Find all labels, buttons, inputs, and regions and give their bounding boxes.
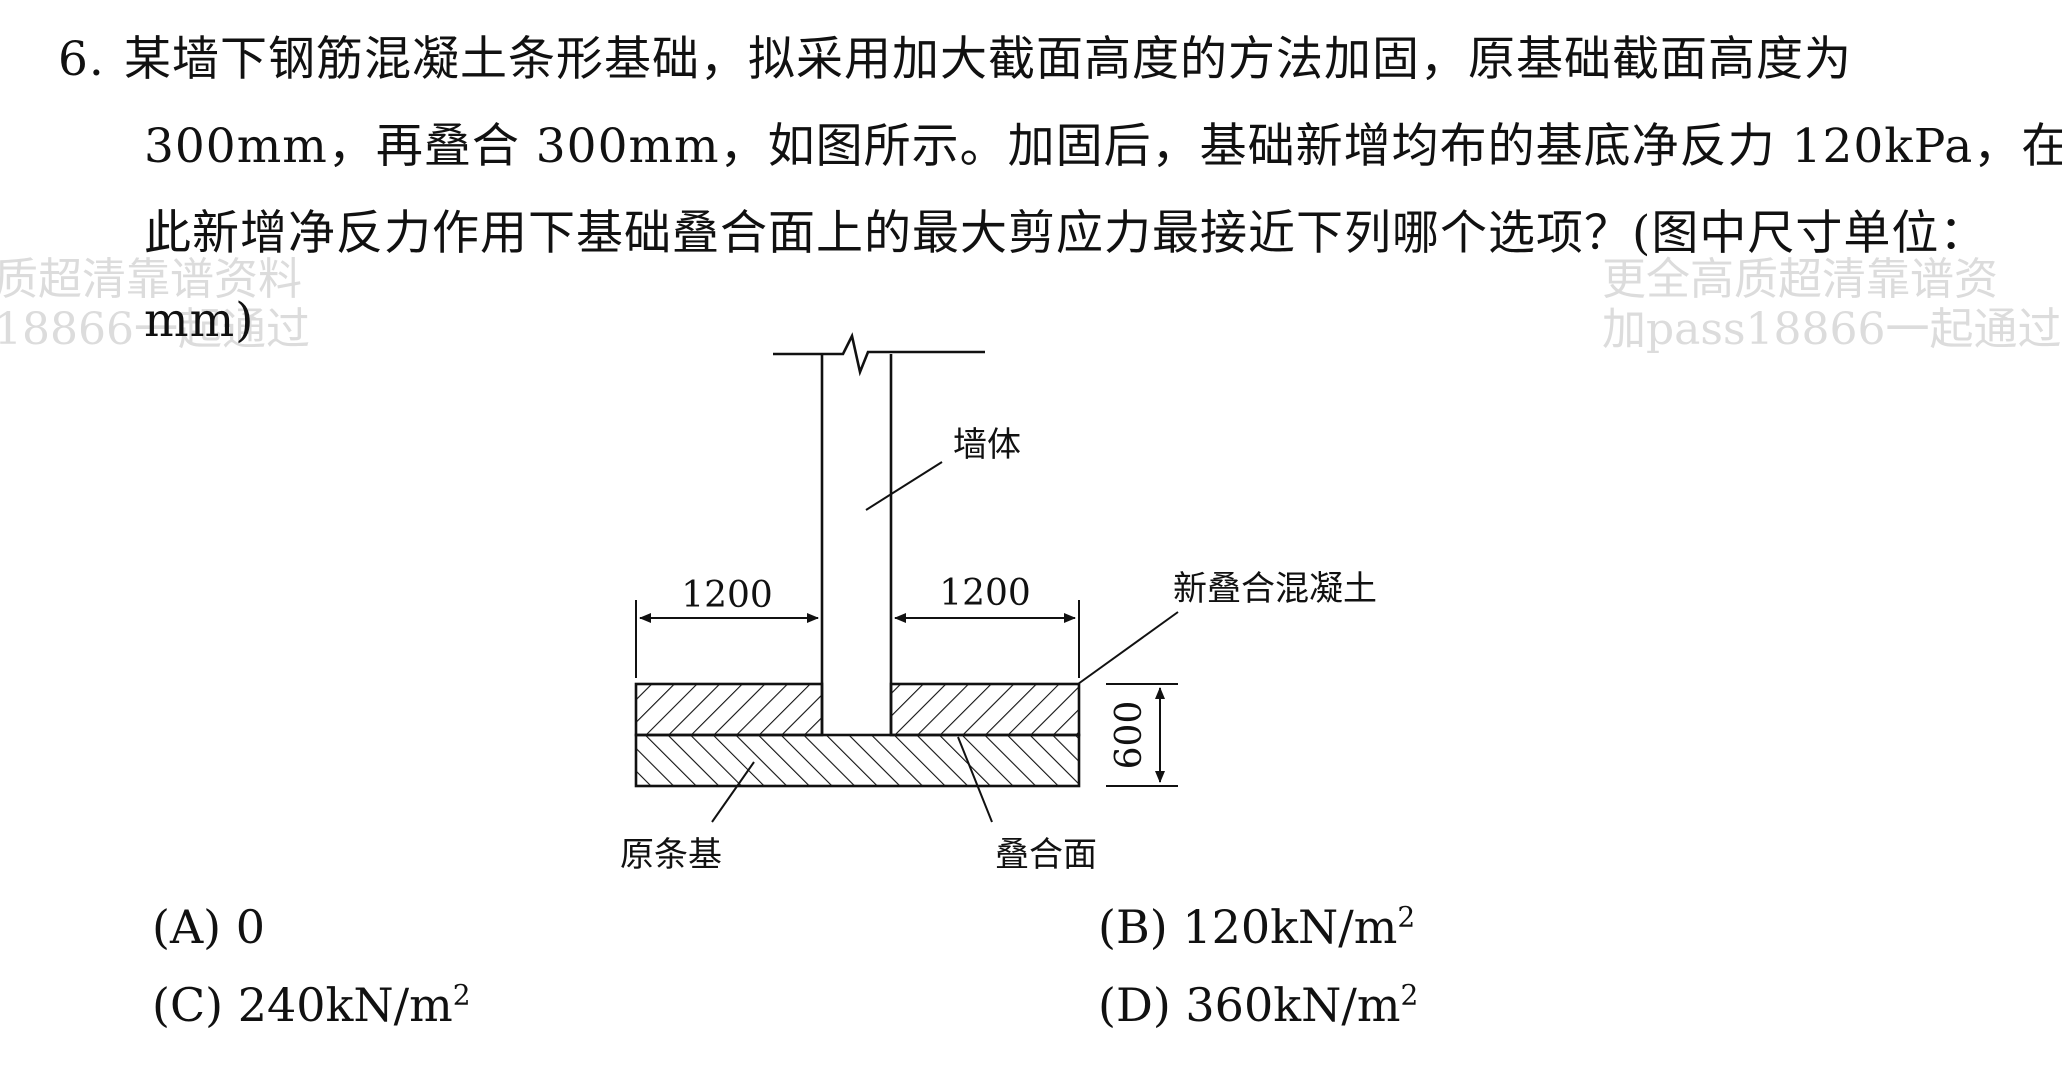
option-b[interactable]: (B) 120kN/m2 — [1098, 900, 1415, 954]
watermark-left: 质超清靠谱资料 18866一起通过 — [0, 255, 310, 355]
wall-break-line — [773, 332, 985, 377]
label-new-concrete: 新叠合混凝土 — [1173, 569, 1377, 609]
option-a[interactable]: (A) 0 — [152, 900, 265, 954]
leader-interface — [957, 736, 993, 823]
question-line-3: 此新增净反力作用下基础叠合面上的最大剪应力最接近下列哪个选项？(图中尺寸单位： — [144, 206, 1988, 261]
option-a-value: 0 — [235, 900, 266, 954]
option-d-value: 360kN/m — [1185, 978, 1401, 1032]
leader-new-concrete — [1077, 611, 1179, 685]
leader-wall — [865, 461, 943, 511]
question-line-4: mm) — [144, 293, 255, 348]
option-a-label: (A) — [152, 900, 222, 954]
option-c[interactable]: (C) 240kN/m2 — [152, 978, 471, 1032]
dim-height: 600 — [1106, 683, 1178, 787]
dim-height-text: 600 — [1109, 701, 1150, 770]
watermark-left-line1: 质超清靠谱资料 — [0, 254, 302, 305]
dim-right: 1200 — [890, 573, 1080, 678]
option-c-label: (C) — [152, 978, 224, 1032]
watermark-right: 更全高质超清靠谱资 加pass18866一起通过 — [1602, 255, 2062, 355]
option-c-exponent: 2 — [452, 978, 471, 1012]
dim-left-text: 1200 — [681, 575, 773, 616]
new-concrete-right — [889, 682, 1081, 737]
original-foundation — [634, 733, 1081, 788]
label-wall: 墙体 — [953, 425, 1021, 465]
question-text: 6. 某墙下钢筋混凝土条形基础，拟采用加大截面高度的方法加固，原基础截面高度为 3… — [58, 16, 2062, 364]
watermark-left-line2: 18866一起通过 — [0, 304, 310, 355]
option-d-exponent: 2 — [1400, 978, 1419, 1012]
question-line-2: 300mm，再叠合 300mm，如图所示。加固后，基础新增均布的基底净反力 12… — [144, 119, 2062, 174]
dim-right-text: 1200 — [939, 573, 1031, 614]
leader-original — [711, 761, 755, 823]
option-d[interactable]: (D) 360kN/m2 — [1098, 978, 1418, 1032]
option-b-value: 120kN/m — [1182, 900, 1398, 954]
watermark-right-line2: 加pass18866一起通过 — [1602, 304, 2062, 355]
option-b-exponent: 2 — [1397, 900, 1416, 934]
question-line-1: 6. 某墙下钢筋混凝土条形基础，拟采用加大截面高度的方法加固，原基础截面高度为 — [58, 16, 2018, 103]
option-b-label: (B) — [1098, 900, 1168, 954]
option-c-value: 240kN/m — [237, 978, 453, 1032]
question-line-1-text: 某墙下钢筋混凝土条形基础，拟采用加大截面高度的方法加固，原基础截面高度为 — [124, 32, 1852, 87]
new-concrete-left — [634, 682, 824, 737]
new-concrete-layer — [634, 682, 1081, 737]
wall — [773, 332, 985, 735]
question-number: 6. — [58, 32, 105, 87]
watermark-right-line1: 更全高质超清靠谱资 — [1602, 254, 1998, 305]
dim-left: 1200 — [635, 575, 823, 678]
label-original: 原条基 — [620, 835, 722, 875]
option-d-label: (D) — [1098, 978, 1171, 1032]
label-interface: 叠合面 — [995, 835, 1097, 875]
